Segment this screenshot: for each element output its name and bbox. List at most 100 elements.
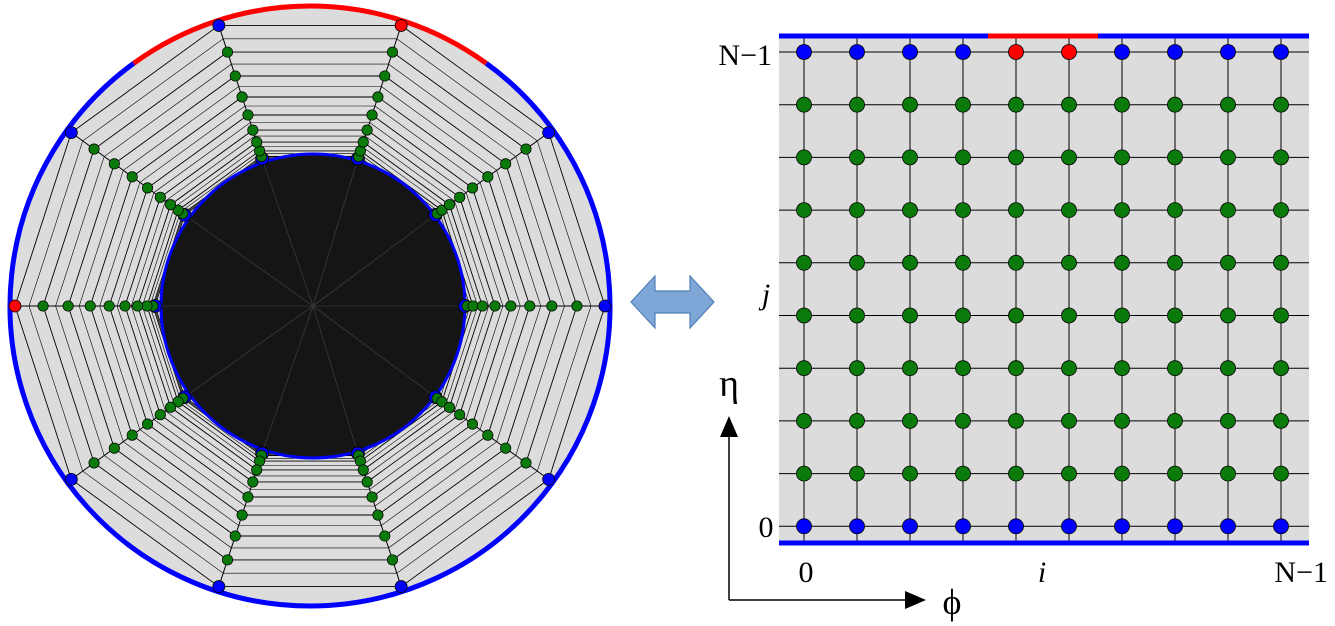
polar-node-interior [172,204,184,216]
grid-node [1008,254,1024,271]
grid-node [1273,44,1289,60]
grid-node [1273,149,1289,166]
coordinate-axes: η ϕ [719,363,961,622]
polar-node-interior [126,171,138,183]
polar-node-interior [386,554,399,566]
grid-node [1061,44,1077,60]
polar-node-outer [64,472,78,486]
grid-node [902,518,918,535]
polar-node-interior [119,300,131,312]
polar-node-interior [466,418,479,430]
grid-node [1114,254,1130,271]
grid-node [1273,465,1289,482]
grid-node [796,254,812,271]
grid-node [1061,465,1077,482]
outer-boundary-red [132,3,488,66]
grid-node [955,465,971,482]
polar-node-interior [482,171,494,183]
phi-axis-label: ϕ [943,582,962,622]
grid-node [1220,412,1236,429]
polar-node-interior [172,396,184,408]
grid-node [1114,465,1130,482]
polar-node-interior [154,191,166,203]
body-radial-line [312,305,432,395]
polar-node-interior [436,396,448,408]
grid-node [955,307,971,324]
polar-node-interior [386,46,399,58]
grid-node [1167,307,1183,324]
grid-node [1114,360,1130,377]
grid-node [1008,518,1024,535]
body-radial-line [263,163,314,307]
grid-node [902,465,918,482]
polar-node-interior [103,300,115,312]
body-radial-line [263,305,314,449]
grid-node [1114,149,1130,166]
grid-node [1273,202,1289,219]
polar-node-interior [366,109,378,121]
grid-node [1114,44,1130,60]
polar-node-interior [379,530,391,542]
polar-node-interior [132,300,144,312]
grid-node [1220,149,1236,166]
grid-node [849,44,865,60]
grid-node [1220,360,1236,377]
polar-mesh-nodes [8,19,612,593]
grid-node [1008,360,1024,377]
grid-node [1061,254,1077,271]
polar-node-outer [394,19,408,32]
grid-node [849,254,865,271]
polar-node-interior [489,300,501,312]
polar-node-interior [247,124,259,136]
grid-node [1061,307,1077,324]
row-label-bottom: 0 [759,511,774,544]
polar-node-interior [154,409,166,421]
grid-node [1061,412,1077,429]
polar-node-outer [598,299,612,313]
grid-nodes [796,44,1289,535]
grid-node [849,518,865,535]
grid-node [796,518,812,535]
polar-node-interior [366,491,378,503]
polar-node-interior [443,199,455,211]
grid-node [1220,44,1236,60]
grid-node [1114,518,1130,535]
polar-node-interior [229,530,241,542]
polar-node-interior [242,109,254,121]
polar-node-interior [505,300,517,312]
polar-node-interior [242,491,254,503]
grid-node [1220,465,1236,482]
grid-node [1273,254,1289,271]
grid-node [955,202,971,219]
grid-node [796,412,812,429]
grid-node [902,307,918,324]
grid-node [1273,518,1289,535]
polar-node-interior [520,143,532,155]
column-label-left: 0 [799,556,814,589]
grid-node [849,149,865,166]
grid-node [796,202,812,219]
grid-node [1167,465,1183,482]
polar-node-outer [64,126,78,140]
polar-node-interior [466,182,479,194]
grid-node [796,360,812,377]
computational-domain-panel [779,36,1309,544]
grid-node [796,307,812,324]
grid-node [955,149,971,166]
grid-node [1273,96,1289,113]
polar-node-interior [229,70,241,82]
polar-node-interior [482,429,494,441]
grid-node [1008,465,1024,482]
polar-node-interior [571,300,583,312]
grid-node [849,307,865,324]
computational-domain-grid: N−1 j 0 0 i N−1 [718,33,1328,589]
grid-node [1167,44,1183,60]
polar-node-interior [357,136,369,148]
grid-node [1008,96,1024,113]
grid-node [849,465,865,482]
polar-node-outer [542,472,556,486]
grid-node [955,412,971,429]
grid-node [1061,518,1077,535]
polar-node-interior [247,476,259,488]
body-radial-line [312,163,357,307]
